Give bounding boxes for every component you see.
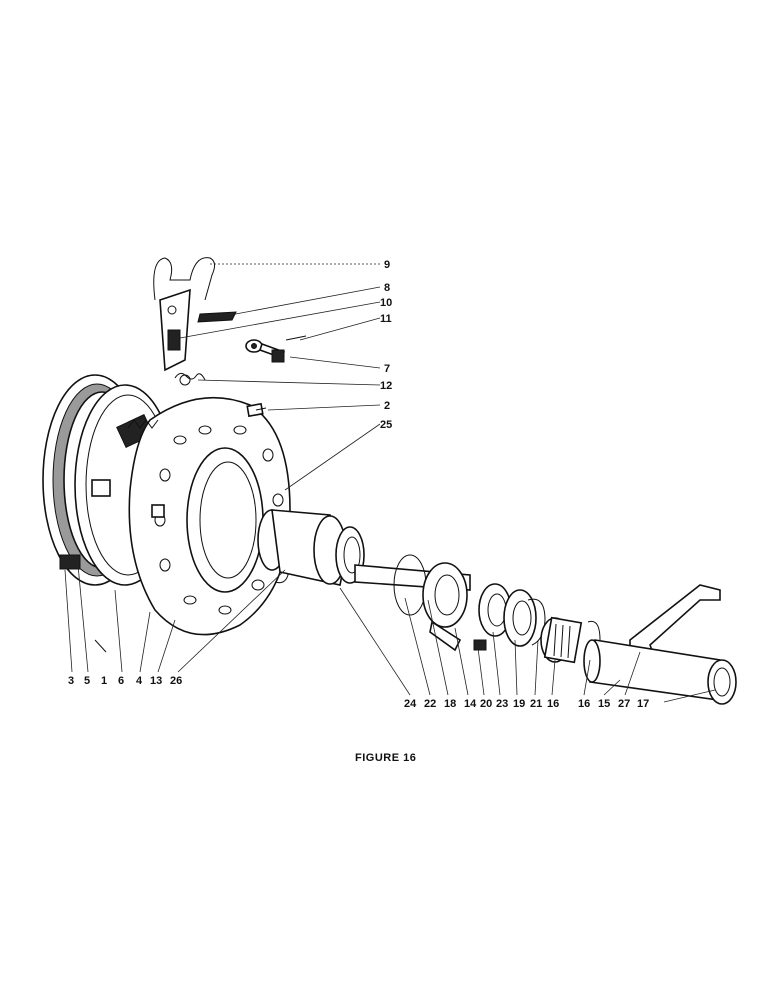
callout-11: 11 xyxy=(380,313,392,325)
eyebolt-nut xyxy=(271,349,285,363)
callout-7: 7 xyxy=(384,363,390,375)
callout-19: 19 xyxy=(513,698,525,710)
callout-20: 20 xyxy=(480,698,492,710)
needle-roller-bearing xyxy=(540,616,583,664)
callout-4: 4 xyxy=(136,675,143,687)
lever-strut xyxy=(197,311,237,323)
callout-25: 25 xyxy=(380,419,392,431)
callout-9: 9 xyxy=(384,259,390,271)
oil-seal xyxy=(422,562,468,652)
release-lever-plate xyxy=(159,288,191,372)
callouts-bottom: 3 5 1 6 4 13 26 24 22 18 14 20 23 19 21 … xyxy=(68,675,649,710)
callout-27: 27 xyxy=(618,698,630,710)
callout-2: 2 xyxy=(384,400,390,412)
callout-6: 6 xyxy=(118,675,124,687)
leader-lines xyxy=(64,263,716,703)
figure-caption: FIGURE 16 xyxy=(355,752,416,764)
callout-15: 15 xyxy=(598,698,610,710)
callout-10: 10 xyxy=(380,297,392,309)
callout-14: 14 xyxy=(464,698,477,710)
callout-16-a: 16 xyxy=(547,698,559,710)
callout-1: 1 xyxy=(101,675,107,687)
callout-16-b: 16 xyxy=(578,698,590,710)
clutch-cover xyxy=(128,396,291,636)
anti-rattle-spring xyxy=(174,372,206,386)
pin xyxy=(285,335,307,341)
callout-12: 12 xyxy=(380,380,392,392)
gland-bolt xyxy=(473,639,487,651)
sleeve-tube xyxy=(583,639,725,701)
ball-bearing xyxy=(503,589,537,647)
callout-5: 5 xyxy=(84,675,90,687)
callout-26: 26 xyxy=(170,675,182,687)
dowel-pin xyxy=(94,639,107,653)
callout-17: 17 xyxy=(637,698,649,710)
callout-8: 8 xyxy=(384,282,390,294)
callout-23: 23 xyxy=(496,698,508,710)
callout-18: 18 xyxy=(444,698,456,710)
callout-3: 3 xyxy=(68,675,74,687)
callout-21: 21 xyxy=(530,698,542,710)
cover-spring xyxy=(127,419,159,429)
cover-bolt xyxy=(246,402,267,418)
callout-22: 22 xyxy=(424,698,436,710)
callout-24: 24 xyxy=(404,698,417,710)
callout-13: 13 xyxy=(150,675,162,687)
release-lever-clip xyxy=(153,257,216,301)
callouts-right: 9 8 10 11 7 12 2 25 xyxy=(380,259,392,431)
bearing-race xyxy=(478,583,512,637)
sleeve-end-seal xyxy=(707,659,737,705)
